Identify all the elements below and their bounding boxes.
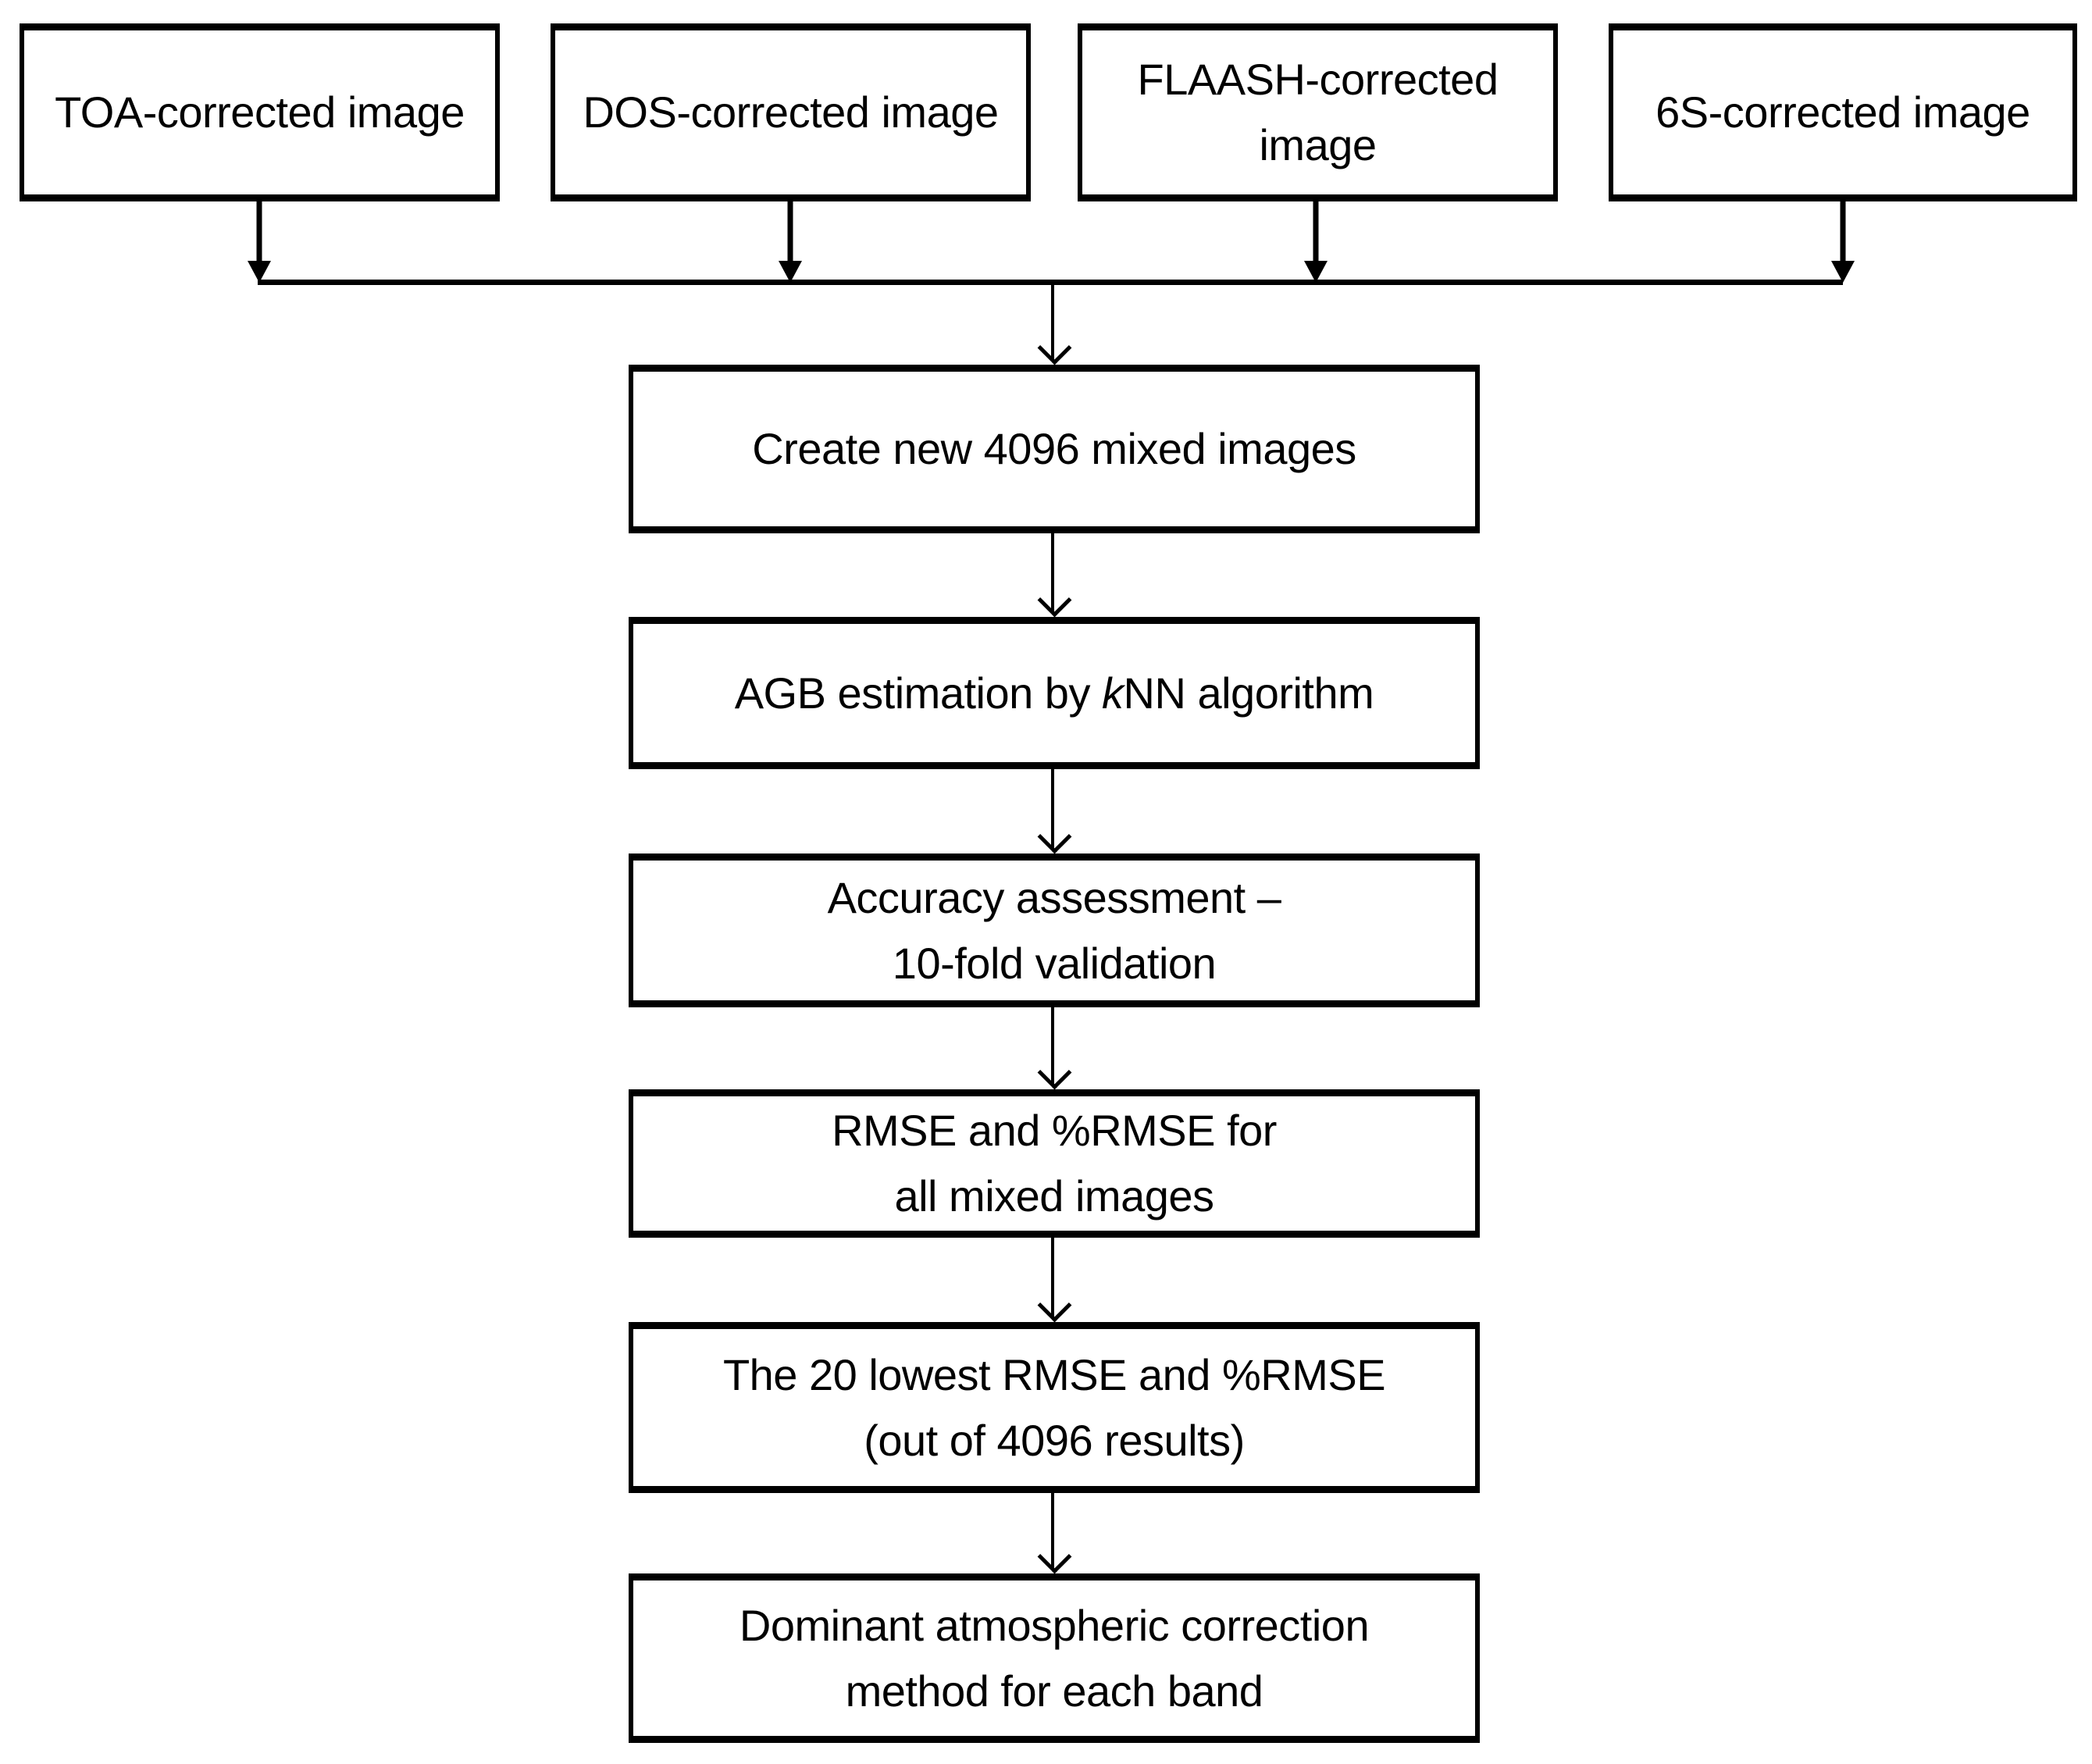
box-agb-estimation: AGB estimation by kNN algorithm	[629, 617, 1480, 769]
arrow-shaft	[1051, 1007, 1054, 1085]
arrow-shaft	[1313, 201, 1319, 264]
arrow-shaft	[256, 201, 262, 264]
box-accuracy-assessment: Accuracy assessment – 10-fold validation	[629, 853, 1480, 1007]
agb-label-prefix: AGB estimation by	[734, 668, 1103, 718]
box-label: AGB estimation by kNN algorithm	[735, 661, 1374, 726]
arrow-accuracy-to-rmse	[1037, 1007, 1072, 1090]
arrow-shaft	[787, 201, 793, 264]
box-label-line1: RMSE and %RMSE for	[832, 1106, 1277, 1155]
box-dominant-method: Dominant atmospheric correction method f…	[629, 1573, 1480, 1743]
arrow-6s-to-merge	[1827, 201, 1859, 283]
arrow-merge-to-create	[1037, 285, 1072, 365]
arrowhead	[1037, 583, 1072, 618]
box-label-line2: image	[1259, 120, 1377, 169]
box-label-line1: FLAASH-corrected	[1137, 55, 1499, 104]
arrow-shaft	[1051, 533, 1054, 612]
arrow-lowest-to-dominant	[1037, 1493, 1072, 1574]
arrow-toa-to-merge	[244, 201, 275, 283]
box-label-line2: 10-fold validation	[892, 938, 1217, 988]
box-label-line2: (out of 4096 results)	[864, 1415, 1245, 1465]
arrowhead	[779, 261, 802, 283]
arrow-shaft	[1051, 1238, 1054, 1317]
box-label-line1: Accuracy assessment –	[827, 872, 1281, 922]
arrowhead	[1037, 1288, 1072, 1323]
box-label-line2: all mixed images	[894, 1171, 1214, 1221]
arrow-agb-to-accuracy	[1037, 769, 1072, 854]
arrow-shaft	[1051, 1493, 1054, 1569]
box-flaash-corrected-image: FLAASH-corrected image	[1078, 23, 1558, 201]
arrowhead	[248, 261, 271, 283]
arrow-shaft	[1051, 285, 1054, 360]
box-lowest-rmse: The 20 lowest RMSE and %RMSE (out of 409…	[629, 1322, 1480, 1493]
box-toa-corrected-image: TOA-corrected image	[20, 23, 500, 201]
box-label-line1: Dominant atmospheric correction	[739, 1600, 1370, 1650]
arrow-flaash-to-merge	[1300, 201, 1331, 283]
agb-label-suffix: NN algorithm	[1123, 668, 1374, 718]
arrowhead	[1037, 330, 1072, 365]
box-rmse-results: RMSE and %RMSE for all mixed images	[629, 1089, 1480, 1238]
arrowhead	[1831, 261, 1855, 283]
arrowhead	[1304, 261, 1328, 283]
box-label: DOS-corrected image	[583, 87, 999, 137]
arrow-rmse-to-lowest	[1037, 1238, 1072, 1323]
box-label-line2: method for each band	[845, 1666, 1263, 1716]
box-6s-corrected-image: 6S-corrected image	[1609, 23, 2077, 201]
box-label: 6S-corrected image	[1655, 87, 2030, 137]
arrowhead	[1037, 1539, 1072, 1574]
arrow-create-to-agb	[1037, 533, 1072, 618]
box-label-line1: The 20 lowest RMSE and %RMSE	[722, 1349, 1386, 1399]
merge-connector-line	[258, 280, 1843, 285]
arrowhead	[1037, 819, 1072, 854]
arrow-shaft	[1840, 201, 1846, 264]
agb-label-k-italic: k	[1102, 668, 1124, 718]
box-dos-corrected-image: DOS-corrected image	[551, 23, 1031, 201]
arrowhead	[1037, 1055, 1072, 1090]
box-create-mixed-images: Create new 4096 mixed images	[629, 365, 1480, 533]
box-label: TOA-corrected image	[55, 87, 465, 137]
arrow-dos-to-merge	[775, 201, 806, 283]
box-label: Create new 4096 mixed images	[752, 424, 1356, 473]
arrow-shaft	[1051, 769, 1054, 849]
